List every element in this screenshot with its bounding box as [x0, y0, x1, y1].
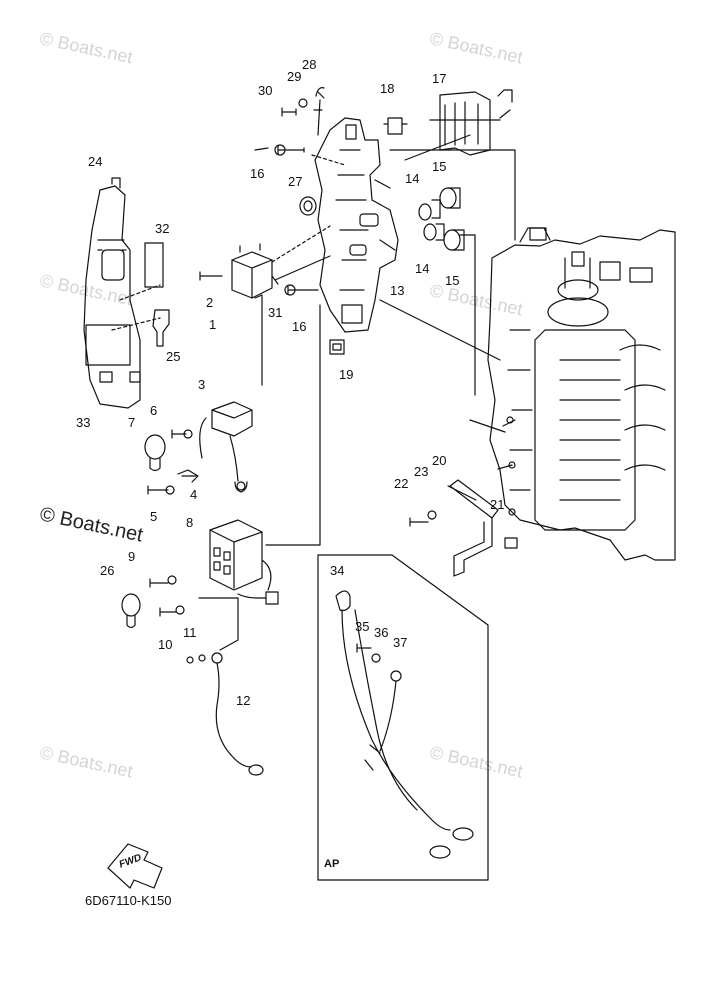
callout-15a: 15 [432, 159, 447, 174]
callout-33: 33 [76, 415, 91, 430]
part-35 [356, 643, 372, 653]
callout-24: 24 [88, 154, 103, 169]
bracket-13 [314, 117, 399, 333]
part-32 [144, 242, 164, 288]
part-9 [149, 578, 169, 588]
part-19 [329, 339, 345, 355]
callout-16b: 16 [292, 319, 307, 334]
callout-31: 31 [268, 305, 283, 320]
part-23 [427, 510, 437, 520]
part-18 [383, 117, 408, 135]
callout-11: 11 [183, 625, 197, 640]
callout-34: 34 [330, 563, 345, 578]
part-30 [281, 107, 297, 117]
part-28 [313, 87, 325, 136]
callout-6: 6 [150, 403, 158, 418]
part-21 [504, 537, 518, 549]
callout-5: 5 [150, 509, 158, 524]
part-16b [287, 285, 319, 295]
part-36 [371, 653, 381, 663]
callout-22: 22 [394, 476, 409, 491]
part-27 [299, 196, 317, 216]
callout-27: 27 [288, 174, 303, 189]
part-12 [211, 652, 264, 776]
callout-30: 30 [258, 83, 273, 98]
callout-36: 36 [374, 625, 389, 640]
part-37 [379, 670, 402, 752]
callout-18: 18 [380, 81, 395, 96]
callout-15b: 15 [445, 273, 460, 288]
inset-label: AP [324, 858, 340, 870]
part-20 [449, 479, 499, 577]
ap-inset-frame [317, 554, 489, 881]
part-25 [152, 309, 170, 347]
callout-37: 37 [393, 635, 408, 650]
part-8 [209, 519, 279, 605]
grommets [418, 187, 465, 251]
part-34 [335, 590, 474, 859]
callout-26: 26 [100, 563, 115, 578]
callout-12: 12 [236, 693, 251, 708]
callout-2: 2 [206, 295, 214, 310]
part-29 [298, 98, 308, 108]
part-2 [199, 271, 223, 281]
callout-16a: 16 [250, 166, 265, 181]
part-5 [147, 485, 169, 495]
part-7 [144, 434, 166, 472]
part-1 [231, 243, 273, 299]
callout-14b: 14 [415, 261, 430, 276]
part-24 [83, 177, 141, 409]
fwd-arrow [107, 843, 163, 889]
callout-3: 3 [198, 377, 206, 392]
part-10 [159, 607, 177, 617]
callout-7: 7 [128, 415, 136, 430]
part-26 [121, 593, 141, 629]
callout-4: 4 [190, 487, 198, 502]
callout-9: 9 [128, 549, 136, 564]
part-11 [175, 605, 185, 615]
callout-35: 35 [355, 619, 370, 634]
callout-32: 32 [155, 221, 170, 236]
callout-28: 28 [302, 57, 317, 72]
part-31 [271, 255, 331, 285]
callout-21: 21 [490, 497, 505, 512]
callout-23: 23 [414, 464, 429, 479]
callout-19: 19 [339, 367, 354, 382]
callout-29: 29 [287, 69, 302, 84]
callout-8: 8 [186, 515, 194, 530]
callout-10: 10 [158, 637, 173, 652]
callout-13: 13 [390, 283, 405, 298]
part-22 [409, 517, 429, 527]
part-16 [277, 145, 305, 155]
callout-25: 25 [166, 349, 181, 364]
part-3 [199, 401, 253, 493]
callout-17: 17 [432, 71, 447, 86]
callout-1: 1 [209, 317, 217, 332]
engine-block [487, 227, 676, 561]
diagram-code: 6D67110-K150 [85, 893, 172, 908]
callout-14a: 14 [405, 171, 420, 186]
part-4 [177, 469, 199, 483]
callout-20: 20 [432, 453, 447, 468]
